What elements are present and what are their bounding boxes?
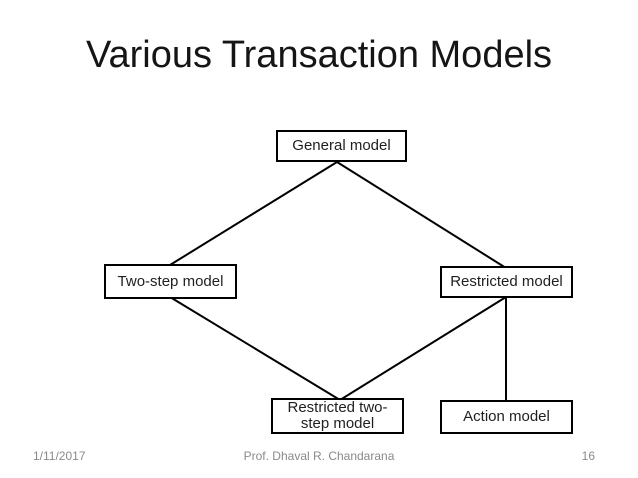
node-restricted-two-step-model-label: Restricted two-step model — [287, 399, 388, 432]
node-restricted-model-label: Restricted model — [450, 273, 563, 290]
node-restricted-two-step-model: Restricted two-step model — [271, 398, 404, 434]
edge-general-two-step — [169, 161, 338, 266]
footer-author: Prof. Dhaval R. Chandarana — [243, 449, 395, 463]
footer-date: 1/11/2017 — [33, 449, 86, 463]
node-general-model-label: General model — [292, 137, 391, 154]
slide-title: Various Transaction Models — [85, 34, 553, 76]
node-two-step-model-label: Two-step model — [117, 272, 224, 290]
edge-restricted-restricted-two-step — [339, 296, 507, 401]
node-restricted-model: Restricted model — [440, 266, 573, 298]
node-two-step-model: Two-step model — [104, 264, 237, 299]
edge-two-step-restricted-two-step — [169, 296, 341, 401]
footer-page-number: 16 — [581, 449, 595, 463]
node-action-model-label: Action model — [463, 408, 550, 425]
node-general-model: General model — [276, 130, 407, 162]
edge-general-restricted — [336, 161, 507, 269]
node-action-model: Action model — [440, 400, 573, 434]
